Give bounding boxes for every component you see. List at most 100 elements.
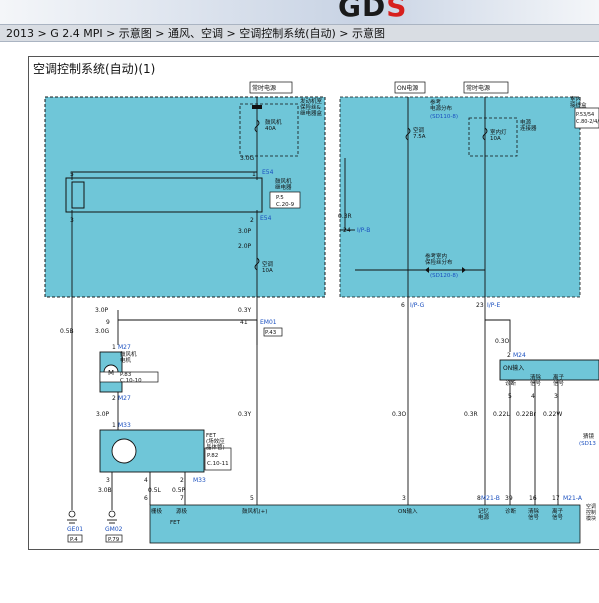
arrow-right-icon-3 bbox=[462, 267, 466, 273]
engine-room-box-label: 发动机室保险丝&继电器盒 bbox=[300, 97, 323, 117]
on-power-box bbox=[394, 81, 426, 94]
components bbox=[65, 81, 599, 543]
hot-power-1-box bbox=[249, 81, 293, 94]
gds-logo: GDS bbox=[338, 0, 408, 23]
clear-sig-label: 清除信号 bbox=[530, 373, 542, 387]
pin-16-label: 16 bbox=[529, 495, 537, 502]
pin-5c-label: 5 bbox=[508, 393, 512, 400]
w-022br-label: 0.22Br bbox=[516, 411, 536, 418]
w-30g-label: 3.0G bbox=[240, 155, 255, 162]
component-blocks bbox=[44, 96, 599, 544]
pin-1c-label: 1 bbox=[112, 422, 116, 429]
interior-box-label: 室内接线盒 bbox=[570, 95, 587, 109]
p79-box bbox=[105, 534, 123, 543]
pin-6-label: 6 bbox=[401, 302, 405, 309]
pin-2c-label: 2 bbox=[180, 477, 184, 484]
gm02-label: GM02 bbox=[105, 526, 123, 533]
sensor-side-label: 猜镜 bbox=[583, 432, 595, 440]
m33-top-label: M33 bbox=[118, 422, 131, 429]
pin-4-label: 4 bbox=[144, 477, 148, 484]
m21b-label: M21-B bbox=[481, 495, 500, 502]
w-30p-c-label: 3.0P bbox=[96, 411, 110, 418]
wires bbox=[71, 97, 559, 510]
w-022l-label: 0.22L bbox=[493, 411, 510, 418]
hot-power-2-label: 常时电源 bbox=[466, 84, 490, 92]
bot-blower-label: 鼓风机(+) bbox=[242, 507, 267, 515]
w-03o-a-label: 0.3O bbox=[495, 338, 510, 345]
gm02-ground-icon bbox=[108, 510, 116, 518]
m27-bot-label: M27 bbox=[118, 395, 131, 402]
p43-box bbox=[263, 327, 283, 337]
p53-box bbox=[574, 107, 599, 129]
diag-label: 诊断 bbox=[505, 379, 517, 387]
diagram-title: 空调控制系统(自动)(1) bbox=[33, 62, 156, 76]
w-05p-label: 0.5P bbox=[172, 487, 186, 494]
m33-bot-label: M33 bbox=[193, 477, 206, 484]
fuse-room-icon bbox=[482, 127, 488, 141]
sd110-label: (SD110-8) bbox=[430, 114, 458, 120]
clutch-sig-label: 离子信号 bbox=[553, 373, 565, 387]
w-20p-label: 2.0P bbox=[238, 243, 252, 250]
ip-g-label: I/P-G bbox=[410, 302, 425, 309]
w-03o-b-label: 0.3O bbox=[392, 411, 407, 418]
w-30p-b-label: 3.0P bbox=[95, 307, 109, 314]
on-input-top-label: ON输入 bbox=[503, 364, 524, 372]
ip-b-label: I/P-B bbox=[357, 227, 370, 234]
bot-source-label: 源极 bbox=[176, 507, 188, 515]
fuse-ac-10a-icon bbox=[254, 257, 260, 271]
bot-mem-label: 记忆电源 bbox=[478, 507, 490, 521]
pin-41-label: 41 bbox=[240, 319, 248, 326]
bot-clutch-label: 离子信号 bbox=[552, 507, 564, 521]
power-connector-box bbox=[468, 117, 518, 157]
w-05b-label: 0.5B bbox=[60, 328, 74, 335]
ac-ctrl-label: 空调控制模块 bbox=[586, 503, 596, 522]
p53-label: P.53/54 bbox=[576, 112, 594, 118]
pin-9-label: 9 bbox=[106, 319, 110, 326]
breadcrumb[interactable]: 2013 > G 2.4 MPI > 示意图 > 通风、空调 > 空调控制系统(… bbox=[0, 24, 599, 42]
bot-fet-label: FET bbox=[170, 520, 181, 526]
bot-gate-label: 栅极 bbox=[151, 507, 163, 515]
pin-39-label: 39 bbox=[505, 495, 513, 502]
bot-clear-label: 清除信号 bbox=[528, 507, 540, 521]
pin-5a-label: 5 bbox=[70, 171, 74, 178]
w-30p-a-label: 3.0P bbox=[238, 228, 252, 235]
diagram-frame bbox=[28, 56, 599, 550]
hot-power-1-label: 常时电源 bbox=[252, 84, 276, 92]
p5-box bbox=[269, 191, 301, 209]
p83-label: P.83 bbox=[120, 372, 132, 378]
w-03y-a-label: 0.3Y bbox=[238, 307, 252, 314]
bot-on-label: ON输入 bbox=[398, 507, 418, 515]
pin-1b-label: 1 bbox=[112, 344, 116, 351]
p4-box bbox=[67, 534, 83, 543]
pin-3a-label: 3 bbox=[70, 217, 74, 224]
em01-label: EM01 bbox=[260, 319, 277, 326]
wire-03o-b bbox=[485, 319, 511, 352]
pin-3b-label: 3 bbox=[106, 477, 110, 484]
p83-box bbox=[99, 371, 159, 383]
w-022w-label: 0.22W bbox=[543, 411, 562, 418]
pin-2a-label: 2 bbox=[250, 217, 254, 224]
hot-power-2-box bbox=[463, 81, 509, 94]
e54-bot-label: E54 bbox=[260, 215, 272, 222]
power-conn-label: 电源连接器 bbox=[520, 118, 537, 132]
motor-m-glyph: M bbox=[108, 369, 114, 377]
pin-17-label: 17 bbox=[552, 495, 560, 502]
hot-power-terminal-icon bbox=[252, 105, 262, 109]
top-banner: GDS bbox=[0, 0, 599, 24]
engine-room-fuse-box-outline bbox=[44, 96, 326, 298]
c1011-label: C.10-11 bbox=[207, 461, 229, 467]
ge01-ground-icon bbox=[68, 510, 76, 518]
pin-3c-label: 3 bbox=[402, 495, 406, 502]
pin-2d-label: 2 bbox=[507, 352, 511, 359]
m21a-label: M21-A bbox=[563, 495, 583, 502]
p82-box bbox=[204, 447, 232, 471]
w-05l-label: 0.5L bbox=[148, 487, 162, 494]
pin-8-label: 8 bbox=[477, 495, 481, 502]
fet-label-label: FET(场效应晶体管) bbox=[206, 433, 225, 451]
p79-label: P.79 bbox=[108, 537, 120, 543]
